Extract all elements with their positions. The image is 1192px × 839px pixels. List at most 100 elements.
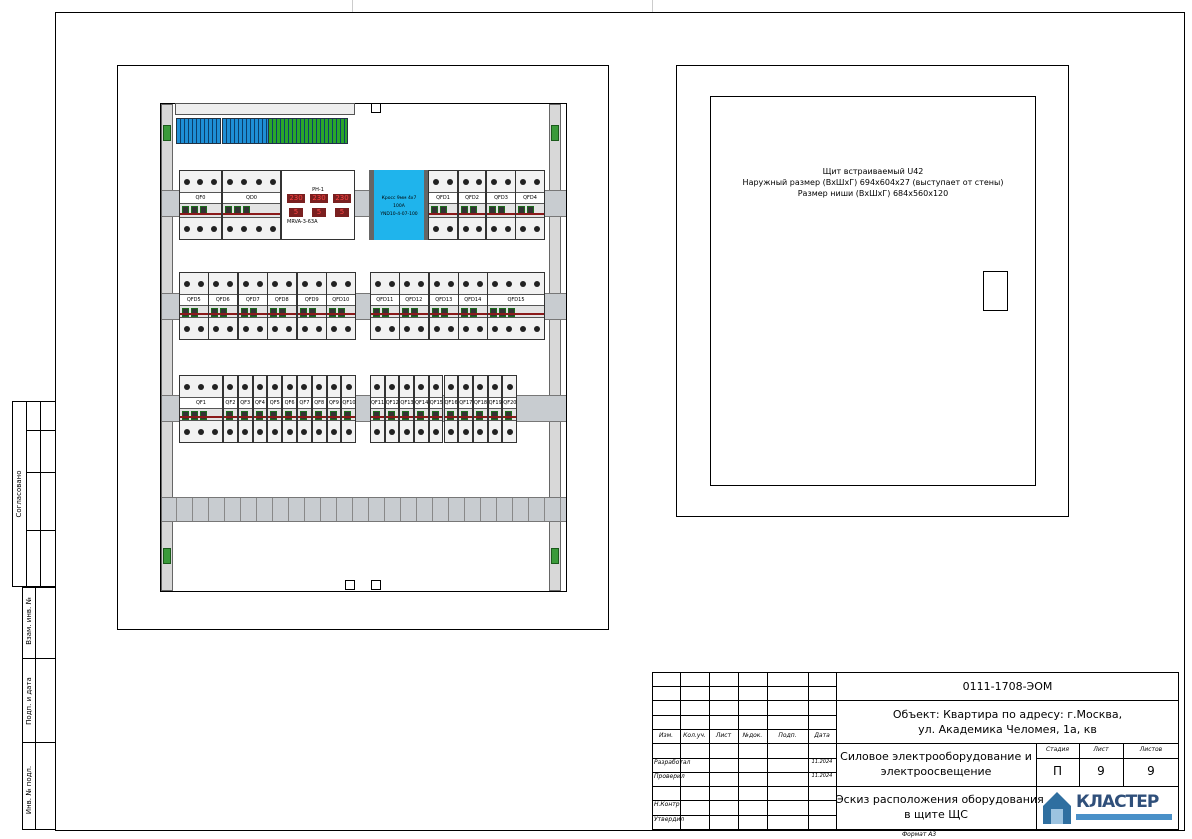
screw-icon — [403, 383, 410, 390]
screw-icon — [269, 225, 276, 232]
breaker-handle[interactable] — [285, 411, 293, 420]
breaker-handle[interactable] — [338, 308, 345, 317]
panel-front-outline — [117, 65, 609, 630]
breaker-module: QFD1 — [428, 170, 458, 240]
breaker-handle[interactable] — [499, 308, 506, 317]
screw-icon — [374, 280, 381, 287]
breaker-handle[interactable] — [250, 308, 257, 317]
breaker-handle[interactable] — [490, 308, 497, 317]
breaker-handle[interactable] — [432, 308, 439, 317]
breaker-handle[interactable] — [441, 308, 448, 317]
breaker-handle[interactable] — [300, 308, 307, 317]
breaker-handle[interactable] — [270, 308, 277, 317]
module-label: QFD9 — [298, 295, 326, 306]
relay-model: MRVA-3-63A — [287, 219, 318, 225]
breaker-module: QF20 — [502, 375, 517, 443]
breaker-module: QFD8 — [267, 272, 297, 340]
breaker-handle[interactable] — [490, 411, 498, 420]
cable-trunking — [162, 497, 566, 522]
breaker-handle[interactable] — [402, 411, 410, 420]
breaker-handle[interactable] — [411, 308, 418, 317]
screw-icon — [520, 178, 526, 185]
breaker-handle[interactable] — [505, 411, 513, 420]
breaker-module: QF2 — [223, 375, 238, 443]
screw-icon — [183, 225, 190, 232]
grid-line — [1036, 743, 1037, 786]
breaker-handle[interactable] — [240, 411, 248, 420]
screw-icon — [492, 325, 498, 332]
breaker-handle[interactable] — [417, 411, 425, 420]
screw-icon — [212, 428, 218, 435]
breaker-handle[interactable] — [255, 411, 263, 420]
breaker-handle[interactable] — [461, 308, 468, 317]
breaker-handle[interactable] — [220, 308, 227, 317]
ground-clamp-icon — [551, 125, 559, 141]
breaker-handle[interactable] — [329, 308, 336, 317]
screw-icon — [226, 325, 233, 332]
breaker-handle[interactable] — [182, 411, 189, 420]
sheet-label: Лист — [1093, 746, 1109, 753]
left-mounting-rail — [161, 104, 173, 591]
grid-line — [767, 672, 768, 830]
breaker-handle[interactable] — [226, 411, 233, 420]
breaker-module: QF16 — [443, 375, 459, 443]
breaker-handle[interactable] — [182, 308, 189, 317]
breaker-handle[interactable] — [344, 411, 352, 420]
breaker-handle[interactable] — [300, 411, 307, 420]
box-label: Щит встраиваемый U42 — [822, 167, 924, 176]
breaker-handle[interactable] — [211, 308, 218, 317]
screw-icon — [183, 178, 190, 185]
screw-icon — [316, 428, 323, 435]
module-label: QFD1 — [429, 193, 457, 204]
breaker-handle[interactable] — [279, 308, 286, 317]
breaker-handle[interactable] — [402, 308, 409, 317]
breaker-handle[interactable] — [373, 308, 380, 317]
module-label: QFD10 — [327, 295, 355, 306]
screw-icon — [477, 428, 484, 435]
terminal-block — [222, 118, 274, 144]
screw-icon — [316, 383, 323, 390]
breaker-handle[interactable] — [461, 411, 469, 420]
screw-icon — [506, 383, 513, 390]
breaker-module: QF0 — [179, 170, 222, 240]
module-label: QFD5 — [180, 295, 208, 306]
screw-icon — [534, 178, 540, 185]
breaker-module: QD0 — [222, 170, 281, 240]
breaker-handle[interactable] — [470, 308, 477, 317]
breaker-module: QFD2 — [458, 170, 486, 240]
module-label: QFD6 — [209, 295, 237, 306]
breaker-handle[interactable] — [309, 308, 316, 317]
screw-icon — [330, 428, 337, 435]
breaker-handle[interactable] — [508, 308, 515, 317]
breaker-handle[interactable] — [431, 411, 439, 420]
lock-rect — [983, 271, 1008, 311]
module-label: QF10 — [342, 398, 356, 409]
breaker-handle[interactable] — [200, 411, 207, 420]
breaker-handle[interactable] — [373, 411, 380, 420]
grid-line — [652, 786, 836, 787]
screw-icon — [197, 280, 204, 287]
ground-clamp-icon — [163, 125, 171, 141]
breaker-handle[interactable] — [329, 411, 337, 420]
breaker-handle[interactable] — [446, 411, 454, 420]
screw-icon — [183, 280, 190, 287]
screw-icon — [418, 428, 425, 435]
breaker-handle[interactable] — [191, 308, 198, 317]
breaker-module: QF17 — [458, 375, 473, 443]
relay-setting-display: 5 — [312, 208, 326, 217]
breaker-handle[interactable] — [270, 411, 278, 420]
breaker-handle[interactable] — [387, 411, 395, 420]
breaker-handle[interactable] — [382, 308, 389, 317]
module-label: QF13 — [400, 398, 414, 409]
breaker-handle[interactable] — [314, 411, 322, 420]
breaker-handle[interactable] — [241, 308, 248, 317]
column-header: Дата — [814, 732, 830, 739]
screw-icon — [242, 325, 249, 332]
cross-line2: 100А — [393, 204, 405, 209]
module-label: QFD12 — [400, 295, 428, 306]
screw-icon — [447, 325, 454, 332]
breaker-handle[interactable] — [475, 411, 483, 420]
breaker-handle[interactable] — [191, 411, 198, 420]
column-header: Подп. — [778, 732, 797, 739]
screw-icon — [433, 178, 439, 185]
